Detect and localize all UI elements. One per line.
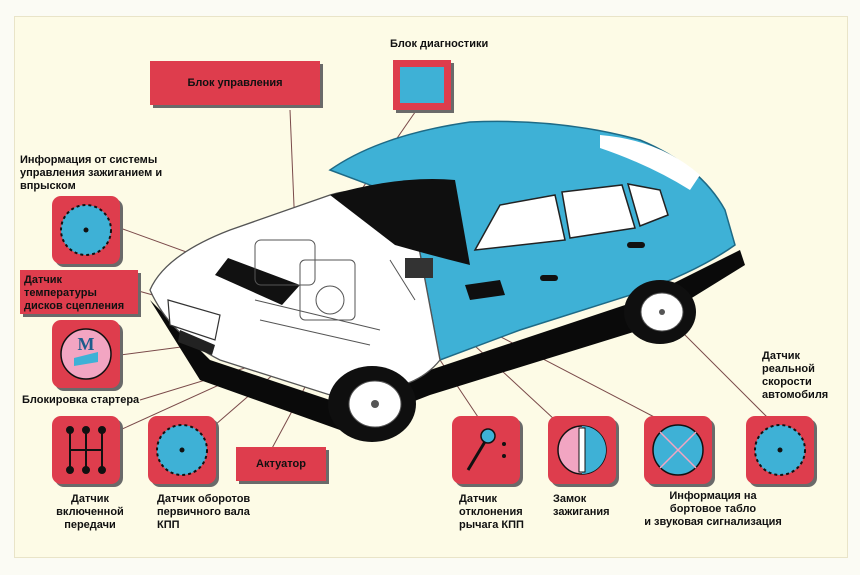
door-handle-front [540, 275, 558, 281]
lever-icon [466, 428, 506, 471]
tile-input-shaft [148, 416, 216, 484]
wheel-front [328, 366, 416, 442]
side-window-rear [561, 184, 636, 239]
tile-clutch-temp: M [52, 320, 120, 388]
wheel-rear [624, 280, 696, 344]
label-input-shaft: Датчик оборотов первичного вала КПП [157, 493, 251, 531]
dash-box [405, 258, 433, 278]
label-gear-sensor: Датчик включенной передачи [56, 493, 124, 531]
gear-shift-icon [66, 426, 106, 474]
label-dash-info: Информация на бортовое табло и звуковая … [644, 490, 782, 528]
diag-block-screen [400, 67, 444, 103]
actuator-box: Актуатор [236, 447, 326, 481]
sensor-disc-icon [754, 424, 806, 476]
diag-block-box [393, 60, 451, 110]
label-ignition-lock: Замок зажигания [553, 493, 610, 518]
headlight [167, 299, 221, 341]
rear-window [600, 135, 700, 190]
tile-dash-info [644, 416, 712, 484]
thermo-letter: M [77, 334, 95, 354]
tile-gear-sensor [52, 416, 120, 484]
sensor-disc-icon [156, 424, 208, 476]
tile-lever-sensor [452, 416, 520, 484]
engine-detail [254, 239, 416, 346]
door-handle-rear [627, 242, 645, 248]
label-diag-block: Блок диагностики [390, 38, 489, 50]
ignition-lock-icon [557, 425, 607, 475]
hood-vent [215, 258, 300, 305]
tile-speed-sensor [746, 416, 814, 484]
clutch-temp-box [20, 270, 138, 314]
control-block-box: Блок управления [150, 61, 320, 105]
thermo-icon [60, 328, 112, 380]
tile-ignition-lock [548, 416, 616, 484]
dashboard-icon [652, 424, 704, 476]
side-mirror [465, 280, 505, 300]
label-starter-lock: Блокировка стартера [22, 394, 140, 406]
label-clutch-temp: Датчик температуры дисков сцепления [24, 274, 125, 312]
side-window-quarter [626, 183, 669, 227]
label-lever-sensor: Датчик отклонения рычага КПП [459, 493, 524, 531]
sensor-disc-icon [60, 204, 112, 256]
windshield [330, 179, 470, 265]
tile-ignition-info [52, 196, 120, 264]
grille [178, 330, 215, 355]
side-window-front [473, 194, 566, 251]
label-ignition-info: Информация от системы управления зажиган… [20, 154, 163, 192]
label-speed-sensor: Датчик реальной скорости автомобиля [762, 350, 829, 401]
